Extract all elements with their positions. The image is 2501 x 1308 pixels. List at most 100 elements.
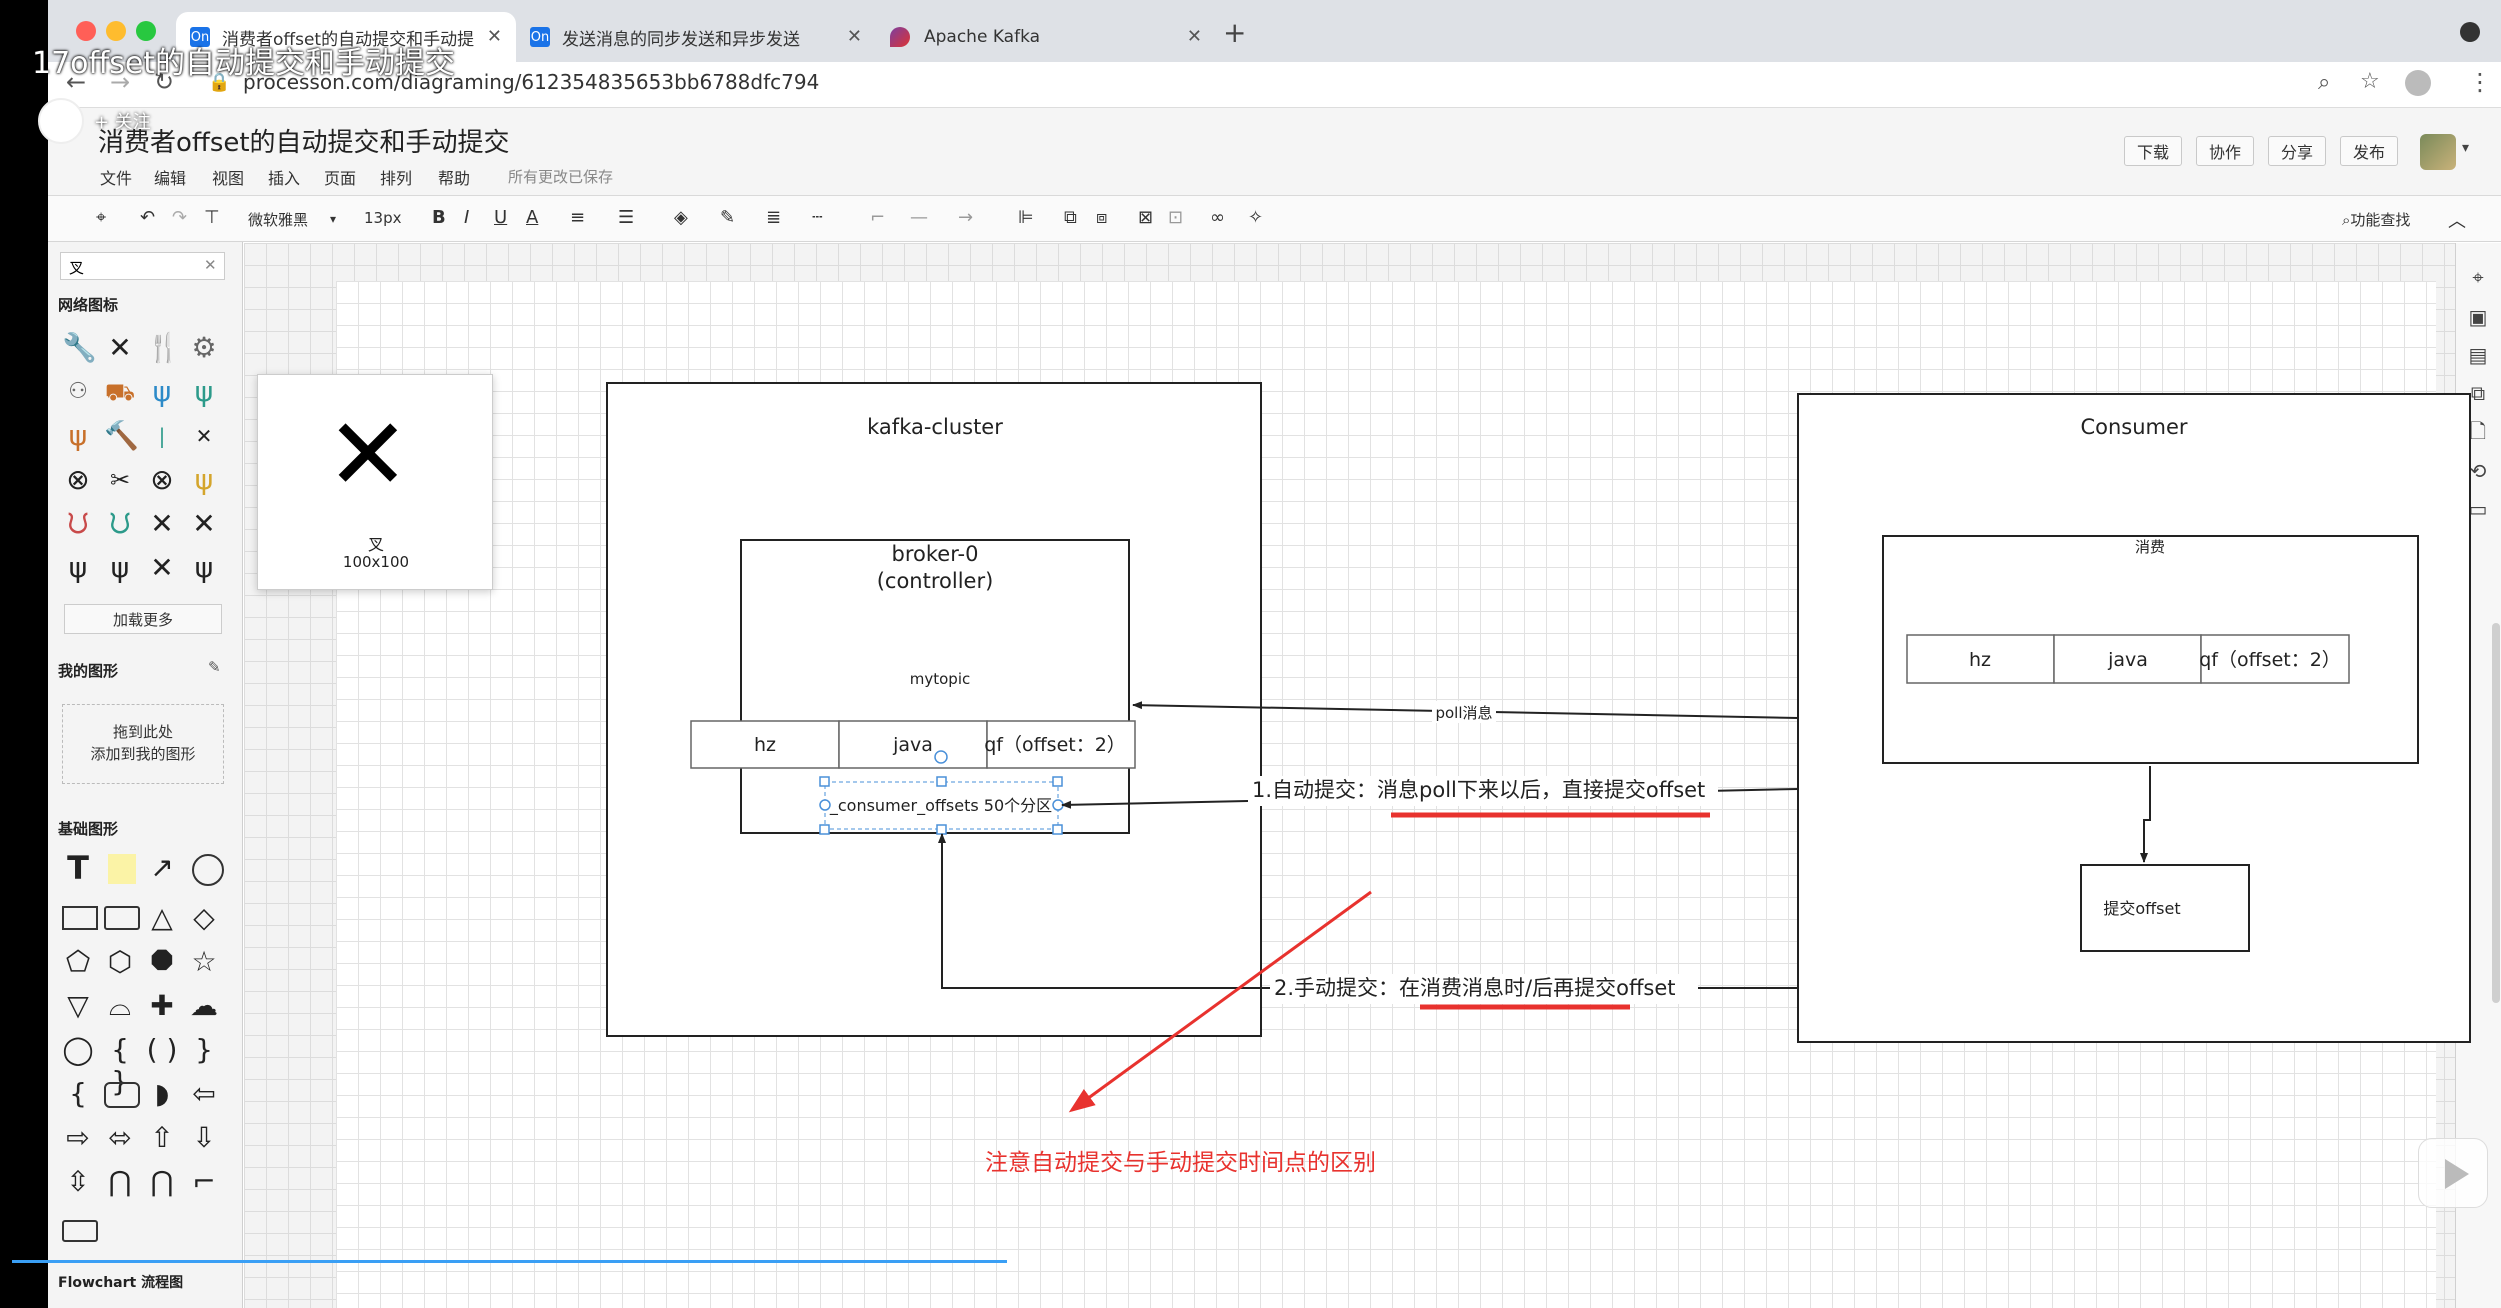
rectangle-shape-icon[interactable] bbox=[62, 906, 98, 930]
back-icon[interactable]: ← bbox=[66, 68, 87, 96]
forward-icon[interactable]: → bbox=[110, 68, 131, 96]
find-function-button[interactable]: ⌕功能查找 bbox=[2342, 209, 2410, 230]
section-flowchart[interactable]: Flowchart 流程图 bbox=[58, 1275, 184, 1291]
vertical-scrollbar[interactable] bbox=[2492, 623, 2500, 1003]
utensil-icon[interactable]: 🔧 bbox=[62, 331, 97, 364]
truck-icon[interactable]: ⛟ bbox=[104, 378, 136, 406]
play-button[interactable] bbox=[2418, 1138, 2488, 1208]
theme-icon[interactable]: ▤ bbox=[2468, 343, 2488, 367]
format-painter-icon[interactable]: ⌖ bbox=[96, 207, 107, 228]
text-align-icon[interactable]: ≡ bbox=[570, 207, 586, 228]
tools-icon[interactable]: 🔨 bbox=[104, 419, 139, 452]
inverted-triangle-icon[interactable]: ▽ bbox=[67, 989, 89, 1022]
zoom-icon[interactable]: ⌕ bbox=[2318, 70, 2331, 95]
video-progress-bar[interactable] bbox=[12, 1260, 1007, 1263]
hexagon-shape-icon[interactable]: ⬡ bbox=[107, 945, 133, 978]
brace-icon[interactable]: { } bbox=[111, 1033, 129, 1098]
line-width-icon[interactable]: ≣ bbox=[766, 207, 782, 228]
left-arrow-shape-icon[interactable]: ⇦ bbox=[192, 1077, 216, 1110]
down-arrow-shape-icon[interactable]: ⇩ bbox=[192, 1121, 216, 1154]
more-menu-icon[interactable]: ⋮ bbox=[2468, 68, 2492, 96]
bring-front-icon[interactable]: ⧉ bbox=[1064, 207, 1077, 228]
line-spacing-icon[interactable]: ☰ bbox=[618, 207, 635, 228]
paint-brush-icon[interactable]: ⊤ bbox=[204, 207, 220, 228]
section-basic-shapes[interactable]: 基础图形 bbox=[58, 820, 119, 838]
cross-circle-filled-icon[interactable]: ⊗ bbox=[66, 463, 90, 496]
bold-icon[interactable]: B bbox=[432, 207, 446, 228]
pentagon-shape-icon[interactable]: ⬠ bbox=[65, 945, 91, 978]
close-tab-icon[interactable]: ✕ bbox=[1186, 26, 1202, 47]
lock-icon[interactable]: ⊠ bbox=[1138, 207, 1154, 228]
font-size-select[interactable]: 13px bbox=[364, 209, 402, 227]
cross-shape-icon[interactable]: ✚ bbox=[150, 989, 174, 1022]
align-icon[interactable]: ⊫ bbox=[1018, 207, 1034, 228]
arrow-line-icon[interactable]: ↗ bbox=[150, 851, 174, 884]
bracket-icon[interactable]: ( ) bbox=[146, 1033, 178, 1066]
cross-icon[interactable]: ✕ bbox=[192, 507, 216, 540]
u-turn-arrow-icon[interactable]: ⋂ bbox=[108, 1165, 132, 1198]
share-button[interactable]: 分享 bbox=[2268, 136, 2327, 166]
unlock-icon[interactable]: ⊡ bbox=[1168, 207, 1184, 228]
rectangle-shape-icon[interactable] bbox=[62, 1220, 98, 1242]
cross-bold-icon[interactable]: ✕ bbox=[150, 507, 174, 540]
document-shape-icon[interactable]: ◗ bbox=[154, 1077, 170, 1110]
knife-icon[interactable]: | bbox=[158, 424, 166, 448]
cursor-cross-icon[interactable]: ✂ bbox=[109, 466, 131, 494]
follow-button[interactable]: + 关注 bbox=[94, 112, 151, 133]
octagon-shape-icon[interactable]: ⯃ bbox=[150, 945, 174, 978]
data-icon[interactable]: ⧉ bbox=[2470, 381, 2486, 405]
undo-icon[interactable]: ↶ bbox=[140, 207, 156, 228]
corner-arrow-icon[interactable]: ⌐ bbox=[192, 1165, 216, 1198]
menu-file[interactable]: 文件 bbox=[100, 169, 133, 188]
close-tab-icon[interactable]: ✕ bbox=[486, 26, 502, 47]
gear-icon[interactable]: ⚙ bbox=[191, 331, 217, 364]
vertical-double-arrow-icon[interactable]: ⇳ bbox=[66, 1165, 90, 1198]
flag-shape-icon[interactable]: ⌓ bbox=[108, 989, 132, 1022]
up-arrow-shape-icon[interactable]: ⇧ bbox=[150, 1121, 174, 1154]
bottle-icon[interactable]: ᙀ bbox=[67, 507, 89, 540]
text-tool-icon[interactable]: T bbox=[67, 849, 89, 887]
cross-circle-icon[interactable]: ⊗ bbox=[150, 463, 174, 496]
edit-icon[interactable]: ✎ bbox=[208, 658, 221, 676]
circle-shape-icon[interactable] bbox=[192, 854, 224, 886]
magic-wand-icon[interactable]: ✧ bbox=[1248, 207, 1264, 228]
user-avatar[interactable] bbox=[2420, 134, 2456, 170]
bookmark-star-icon[interactable]: ☆ bbox=[2360, 69, 2380, 94]
rounded-square-icon[interactable] bbox=[104, 1082, 140, 1108]
italic-icon[interactable]: I bbox=[464, 207, 470, 228]
url-field[interactable]: processon.com/diagraming/612354835653bb6… bbox=[243, 70, 820, 94]
fill-color-icon[interactable]: ◈ bbox=[674, 207, 688, 228]
redo-icon[interactable]: ↷ bbox=[172, 207, 188, 228]
line-end-icon[interactable]: → bbox=[958, 207, 974, 228]
brace-right-icon[interactable]: } bbox=[195, 1033, 213, 1066]
tools-icon[interactable]: ψ bbox=[68, 419, 88, 452]
tab-apache-kafka[interactable]: Apache Kafka ✕ bbox=[876, 12, 1216, 62]
menu-edit[interactable]: 编辑 bbox=[154, 169, 187, 188]
history-icon[interactable]: ⟲ bbox=[2469, 459, 2487, 483]
fork-knife-icon[interactable]: ψ bbox=[194, 551, 214, 584]
drawing-canvas[interactable] bbox=[244, 243, 2455, 1308]
navigator-icon[interactable]: ⌖ bbox=[2472, 265, 2484, 289]
section-network-icons[interactable]: 网络图标 bbox=[58, 296, 119, 314]
rounded-rectangle-icon[interactable] bbox=[104, 906, 140, 930]
send-back-icon[interactable]: ⧈ bbox=[1096, 207, 1108, 228]
line-start-icon[interactable]: — bbox=[910, 207, 928, 228]
u-turn-arrow-icon[interactable]: ⋂ bbox=[150, 1165, 174, 1198]
menu-page[interactable]: 页面 bbox=[324, 169, 357, 188]
collaborate-button[interactable]: 协作 bbox=[2196, 136, 2255, 166]
router-icon[interactable]: ⚇ bbox=[68, 379, 88, 404]
drawing-page[interactable] bbox=[336, 281, 2436, 1308]
double-arrow-shape-icon[interactable]: ⬄ bbox=[108, 1121, 132, 1154]
link-icon[interactable]: ∞ bbox=[1210, 207, 1225, 228]
channel-avatar[interactable] bbox=[38, 98, 84, 144]
profile-icon[interactable] bbox=[2405, 70, 2431, 96]
image-icon[interactable]: ▣ bbox=[2468, 305, 2488, 329]
tab-sync-async[interactable]: On 发送消息的同步发送和异步发送 ✕ bbox=[516, 12, 876, 62]
section-my-shapes[interactable]: 我的图形 bbox=[48, 660, 243, 681]
close-window-button[interactable] bbox=[76, 21, 96, 41]
download-button[interactable]: 下载 bbox=[2124, 136, 2183, 166]
load-more-button[interactable]: 加载更多 bbox=[64, 604, 222, 634]
bottle-icon[interactable]: ᙀ bbox=[109, 507, 131, 540]
speech-bubble-icon[interactable]: ◯ bbox=[62, 1033, 94, 1066]
connector-type-icon[interactable]: ⌐ bbox=[870, 207, 886, 228]
